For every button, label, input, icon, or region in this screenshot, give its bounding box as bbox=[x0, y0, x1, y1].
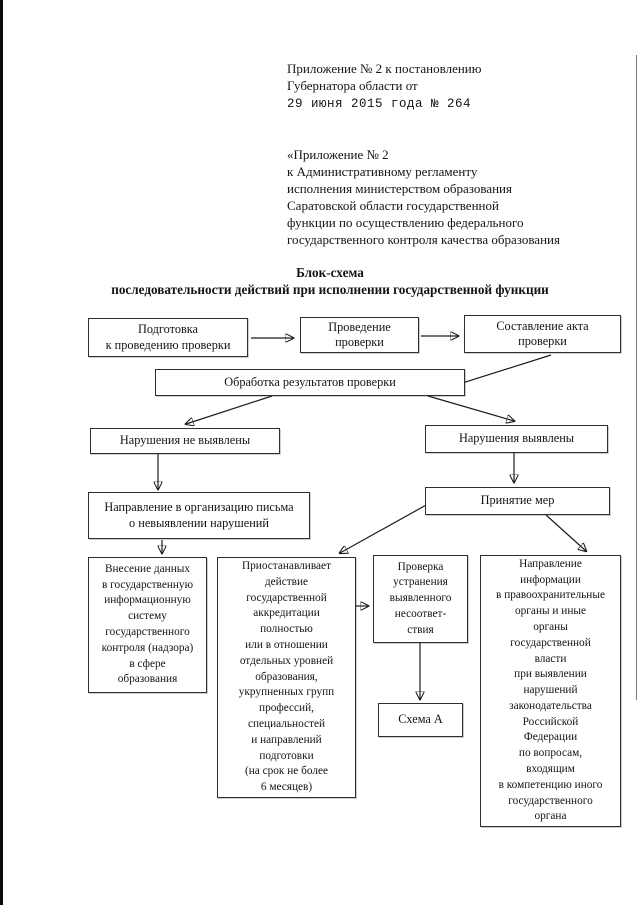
flow-box-letter: Направление в организацию письма о невыя… bbox=[88, 492, 310, 539]
flow-box-preparation: Подготовка к проведению проверки bbox=[88, 318, 248, 357]
flow-box-conduct: Проведение проверки bbox=[300, 317, 419, 353]
page-title: Блок-схема последовательности действий п… bbox=[111, 265, 549, 297]
arrow-processing-to-no-violations bbox=[186, 395, 273, 424]
header-annex-reference: «Приложение № 2 к Административному регл… bbox=[287, 147, 560, 247]
flow-box-suspension: Приостанавливает действие государственно… bbox=[217, 557, 356, 798]
arrow-measures-to-suspension bbox=[340, 503, 429, 553]
header-decree-line2: Губернатора области от bbox=[287, 78, 418, 93]
arrow-measures-to-info bbox=[545, 514, 586, 551]
page-left-border bbox=[0, 0, 3, 905]
flow-box-info-sending: Направление информации в правоохранитель… bbox=[480, 555, 621, 827]
flow-box-data-entry: Внесение данных в государственную информ… bbox=[88, 557, 207, 693]
page-right-border bbox=[636, 55, 637, 700]
arrow-processing-to-violations bbox=[427, 395, 514, 421]
flow-box-processing: Обработка результатов проверки bbox=[155, 369, 465, 396]
flow-box-measures: Принятие мер bbox=[425, 487, 610, 515]
header-decree-date: 29 июня 2015 года № 264 bbox=[287, 97, 472, 111]
header-decree-line1: Приложение № 2 к постановлению bbox=[287, 61, 482, 76]
flow-box-scheme-a: Схема А bbox=[378, 703, 463, 737]
flow-box-recheck: Проверка устранения выявленного несоотве… bbox=[373, 555, 468, 643]
header-decree-reference: Приложение № 2 к постановлению Губернато… bbox=[287, 60, 632, 113]
flow-box-no-violations: Нарушения не выявлены bbox=[90, 428, 280, 454]
flow-box-violations: Нарушения выявлены bbox=[425, 425, 608, 453]
arrow-act-to-processing bbox=[456, 354, 552, 385]
flow-box-act-drafting: Составление акта проверки bbox=[464, 315, 621, 353]
